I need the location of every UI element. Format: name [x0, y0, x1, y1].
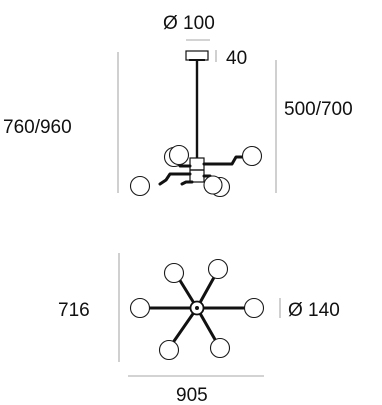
plan-globe-left: [129, 297, 151, 319]
total-height-label: 760/960: [3, 117, 72, 138]
plan-globe-lower-right: [209, 337, 231, 359]
rod-height-label: 500/700: [284, 99, 353, 120]
side-view: Ø 100 40 760/960 500/700: [3, 13, 353, 198]
top-view: 716 Ø 140 905: [58, 253, 340, 405]
plan-globe-right: [243, 297, 265, 319]
globe-right: [241, 145, 263, 167]
arm-center-back: [180, 180, 194, 186]
canopy-height-label: 40: [226, 48, 247, 69]
globe-left-back: [168, 144, 190, 166]
canopy-diameter-label: Ø 100: [163, 13, 215, 34]
arm-left-lower: [158, 172, 192, 186]
plan-globe-upper-left: [163, 262, 185, 284]
ceiling-canopy: [185, 50, 209, 61]
depth-label: 716: [58, 300, 90, 321]
arm-right-upper: [202, 155, 246, 166]
plan-hub-center: [195, 306, 199, 310]
globe-left-lower: [129, 175, 151, 197]
globe-center-back: [203, 175, 223, 195]
plan-globe-upper-right: [207, 258, 229, 280]
globe-diameter-label: Ø 140: [288, 300, 340, 321]
plan-globe-lower-left: [158, 339, 180, 361]
total-width-label: 905: [176, 385, 208, 405]
